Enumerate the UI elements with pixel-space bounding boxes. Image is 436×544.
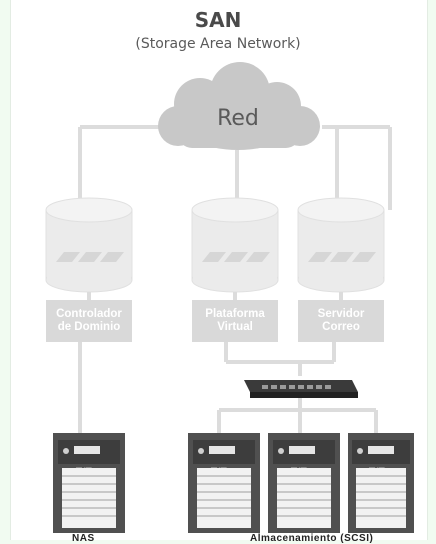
cloud-icon [158,62,320,150]
cylinder-connectors [87,292,343,300]
server-icon-storage-1 [188,433,260,533]
node-label-domain-controller: Controlador de Dominio [46,300,132,342]
bottom-label-nas: NAS [72,533,95,544]
server-tag-nas: — ·— [76,465,92,471]
server-tag-storage-2: — ·— [291,465,307,471]
cylinder-icon-dc [45,197,133,293]
switch-icon [244,380,358,398]
server-tag-storage-1: — ·— [211,465,227,471]
diagram-subtitle: (Storage Area Network) [135,36,301,52]
diagram-title: SAN [194,8,242,32]
cylinder-icon-virtual [191,197,279,293]
connection-lines [78,125,392,435]
server-icon-storage-3 [348,433,414,533]
server-icon-nas [53,433,125,533]
node-label-mail-server: Servidor Correo [298,300,384,342]
cylinder-icon-mail [297,197,385,293]
node-label-virtual-platform: Plataforma Virtual [192,300,278,342]
server-tag-storage-3: — ·— [369,465,385,471]
bottom-label-storage: Almacenamiento (SCSI) [250,533,374,544]
server-icon-storage-2 [268,433,340,533]
cloud-label: Red [217,106,259,131]
